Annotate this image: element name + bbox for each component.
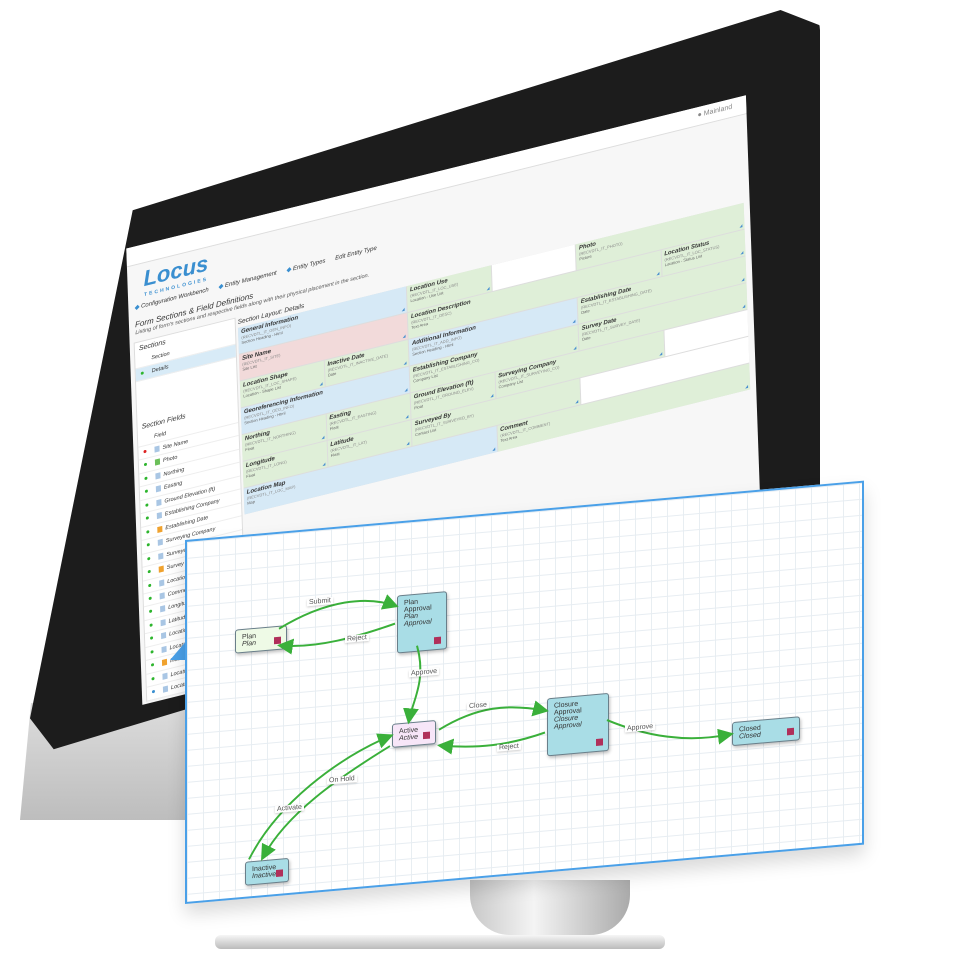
status-dot-icon [149,623,153,627]
field-label: Photo [162,454,178,465]
edge-label-submit[interactable]: Submit [307,597,333,607]
list-field-icon [158,552,164,560]
node-marker-icon [787,727,794,736]
breadcrumb-edit-entity-type: Edit Entity Type [335,245,377,262]
breadcrumb-entity-management[interactable]: ◆Entity Management [218,270,277,291]
edge-label-reject[interactable]: Reject [345,633,369,644]
list-field-icon [162,672,168,680]
status-dot-icon [148,596,152,601]
edge-label-activate[interactable]: Activate [275,803,304,814]
date-field-icon [157,525,163,533]
number-field-icon [160,618,166,627]
node-marker-icon [276,869,283,878]
monitor-foot [215,935,665,949]
edge-label-on-hold[interactable]: On Hold [327,774,357,785]
date-field-icon [161,659,168,667]
edge-label-approve-closure[interactable]: Approve [625,722,656,733]
field-label: Northing [163,466,185,478]
status-dot-icon [149,609,153,614]
status-dot-icon [145,503,149,507]
list-field-icon [157,538,163,547]
layout-grid: General Information(RECVDTL_IT_GEN_INFO)… [237,202,751,515]
status-dot-icon [147,569,151,574]
node-marker-icon [434,636,441,645]
list-field-icon [154,445,160,453]
node-marker-icon [596,738,603,747]
node-marker-icon [274,636,281,645]
edge-label-close[interactable]: Close [467,701,489,711]
status-dot-icon [150,663,155,667]
edge-label-approve[interactable]: Approve [409,667,440,678]
breadcrumb-dot-icon: ◆ [218,283,224,291]
edge-label-reject-closure[interactable]: Reject [497,742,521,752]
status-dot-icon [143,463,148,467]
status-dot-icon [146,543,150,547]
monitor-stand [470,880,630,935]
number-field-icon [155,472,161,480]
status-dot-icon [150,649,154,654]
user-label[interactable]: Mainland [703,103,733,118]
status-dot-icon [151,676,155,681]
status-dot-icon [147,556,151,561]
breadcrumb-dot-icon: ◆ [134,304,140,312]
map-field-icon [162,685,169,693]
status-dot-icon [144,489,148,494]
date-field-icon [158,565,164,573]
status-dot-icon [143,449,147,454]
text-field-icon [159,578,165,587]
field-label: Easting [163,480,183,492]
breadcrumb-dot-icon: ◆ [286,266,292,274]
apple-icon: ● [697,111,702,120]
status-dot-icon [145,516,149,521]
list-field-icon [156,512,162,520]
breadcrumb-entity-types[interactable]: ◆Entity Types [286,258,326,274]
number-field-icon [156,498,162,507]
list-field-icon [160,632,167,640]
photo-field-icon [154,458,161,467]
node-marker-icon [423,731,430,740]
workflow-edges [248,594,734,861]
list-field-icon [161,645,167,653]
status-dot-icon [144,476,148,481]
status-dot-icon [150,636,154,641]
status-dot-icon [140,371,144,376]
status-dot-icon [151,689,156,694]
status-dot-icon [146,529,150,534]
text-field-icon [159,592,165,600]
number-field-icon [160,605,166,613]
status-dot-icon [148,583,152,587]
number-field-icon [155,485,162,493]
